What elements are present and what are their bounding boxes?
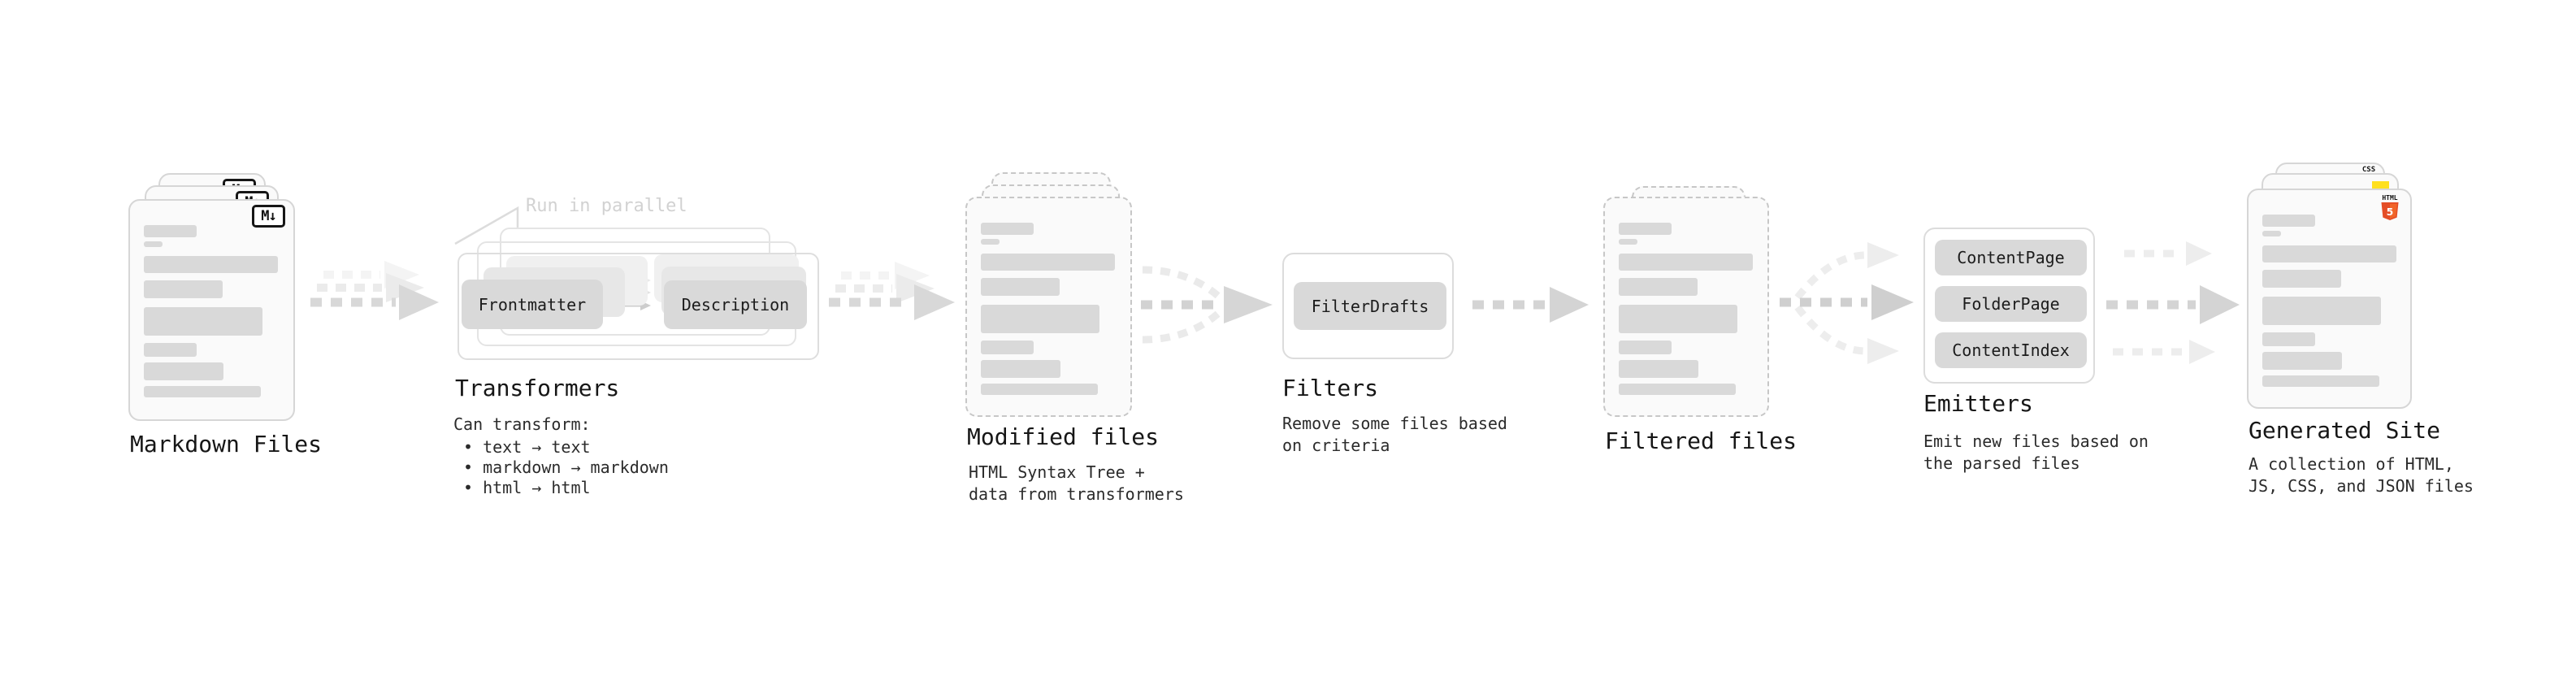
skeleton-line [144, 256, 278, 273]
filter-drafts-chip: FilterDrafts [1294, 282, 1446, 330]
skeleton-line [1619, 305, 1737, 333]
skeleton-line [2262, 245, 2396, 262]
html5-icon-label: HTML [2382, 194, 2398, 202]
skeleton-line [981, 223, 1034, 235]
markdown-icon: M↓ [252, 205, 285, 228]
emitters-heading: Emitters [1923, 390, 2033, 417]
html5-icon: HTML 5 [2379, 195, 2400, 223]
skeleton-line [144, 362, 223, 380]
skeleton-line [144, 386, 261, 397]
generated-file-card-front: HTML 5 [2247, 189, 2412, 409]
skeleton-line [981, 305, 1099, 333]
transform-bullet: • html → html [463, 478, 591, 497]
can-transform-title: Can transform: [453, 414, 591, 434]
skeleton-line [2262, 375, 2379, 387]
skeleton-line [2262, 270, 2341, 288]
filters-description: Remove some files based on criteria [1282, 414, 1507, 455]
skeleton-line [981, 384, 1098, 395]
skeleton-line [2262, 332, 2315, 346]
folder-page-chip: FolderPage [1935, 286, 2087, 322]
skeleton-line [144, 241, 163, 247]
skeleton-line [144, 307, 262, 336]
emitters-panel: ContentPage FolderPage ContentIndex [1923, 228, 2095, 384]
transform-bullet: • markdown → markdown [463, 458, 669, 477]
arrow-filters-to-filtered [1472, 287, 1589, 323]
arrow-modified-to-filters-merge [1141, 266, 1273, 344]
filtered-files-label: Filtered files [1605, 427, 1798, 454]
skeleton-line [1619, 239, 1637, 245]
content-index-chip: ContentIndex [1935, 332, 2087, 368]
skeleton-line [981, 360, 1060, 378]
run-in-parallel-leader-line [454, 206, 519, 245]
modified-file-card-front [965, 197, 1132, 417]
transformer-box-front [458, 253, 819, 360]
skeleton-line [1619, 278, 1698, 296]
css-icon-label: CSS [2361, 166, 2376, 174]
skeleton-line [981, 254, 1115, 271]
description-chip: Description [664, 280, 807, 329]
skeleton-line [2262, 231, 2281, 236]
skeleton-line [2262, 352, 2342, 370]
html5-shield: 5 [2381, 202, 2399, 220]
skeleton-line [1619, 360, 1698, 378]
skeleton-line [1619, 384, 1736, 395]
markdown-file-card-front: M↓ [128, 199, 295, 421]
skeleton-line [2262, 215, 2315, 227]
svg-text:5: 5 [2387, 206, 2394, 218]
skeleton-line [1619, 223, 1672, 235]
transform-bullet: • text → text [463, 437, 591, 457]
filtered-file-card-front [1603, 197, 1769, 417]
transformers-heading: Transformers [455, 375, 620, 401]
arrow-filtered-to-emitters-fanout [1780, 242, 1914, 364]
skeleton-line [981, 239, 1000, 245]
skeleton-line [981, 340, 1034, 354]
frontmatter-chip: Frontmatter [462, 280, 603, 329]
markdown-files-label: Markdown Files [130, 431, 323, 458]
generated-site-description: A collection of HTML, JS, CSS, and JSON … [2249, 454, 2474, 496]
skeleton-line [144, 280, 223, 298]
arrow-emitters-to-generated [2106, 241, 2240, 364]
filters-panel: FilterDrafts [1282, 253, 1454, 359]
run-in-parallel-annotation: Run in parallel [526, 196, 687, 216]
generated-site-label: Generated Site [2249, 417, 2441, 444]
modified-files-label: Modified files [967, 423, 1160, 450]
arrow-markdown-to-transformers [310, 261, 439, 320]
skeleton-line [144, 225, 197, 237]
skeleton-line [1619, 340, 1672, 354]
skeleton-line [144, 343, 197, 357]
modified-files-description: HTML Syntax Tree + data from transformer… [969, 462, 1184, 504]
skeleton-line [981, 278, 1060, 296]
arrow-transformers-to-modified [829, 262, 955, 320]
skeleton-line [1619, 254, 1753, 271]
filters-heading: Filters [1282, 375, 1379, 401]
js-icon [2372, 181, 2389, 189]
emitters-description: Emit new files based on the parsed files [1923, 432, 2149, 473]
skeleton-line [2262, 297, 2381, 325]
content-page-chip: ContentPage [1935, 240, 2087, 275]
